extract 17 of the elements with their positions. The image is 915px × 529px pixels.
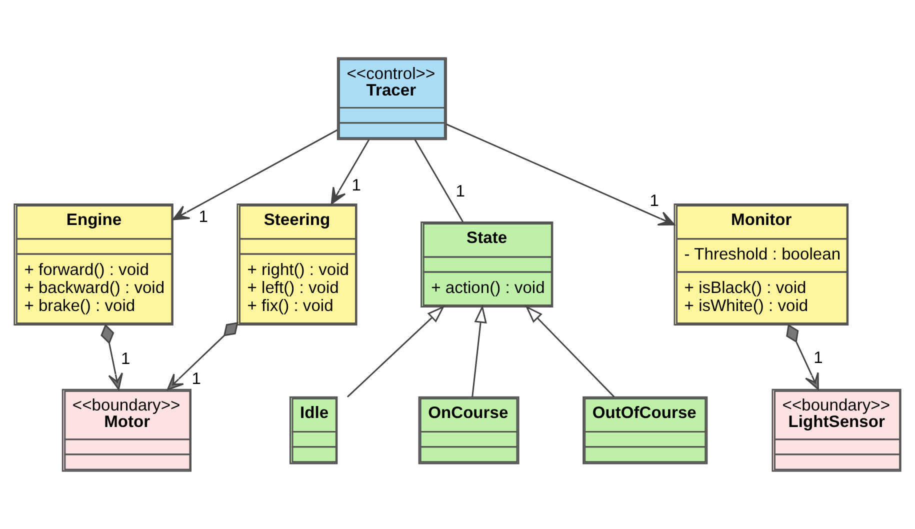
edge-label: 1 — [352, 176, 362, 195]
arrow — [472, 304, 487, 398]
arrow — [786, 324, 819, 390]
arrow — [525, 305, 615, 398]
edge-label: 1 — [121, 349, 130, 368]
edge-label: 1 — [198, 206, 208, 226]
arrow — [346, 306, 445, 398]
arrow — [446, 124, 675, 226]
arrow — [172, 129, 338, 220]
edge-label: 1 — [456, 181, 465, 200]
arrow — [100, 324, 124, 390]
arrow — [330, 139, 370, 204]
edge-label: 1 — [814, 348, 823, 368]
edge-label: 1 — [650, 191, 659, 210]
connector — [414, 139, 464, 223]
edge-label: 1 — [192, 369, 201, 388]
arrow — [167, 322, 238, 390]
